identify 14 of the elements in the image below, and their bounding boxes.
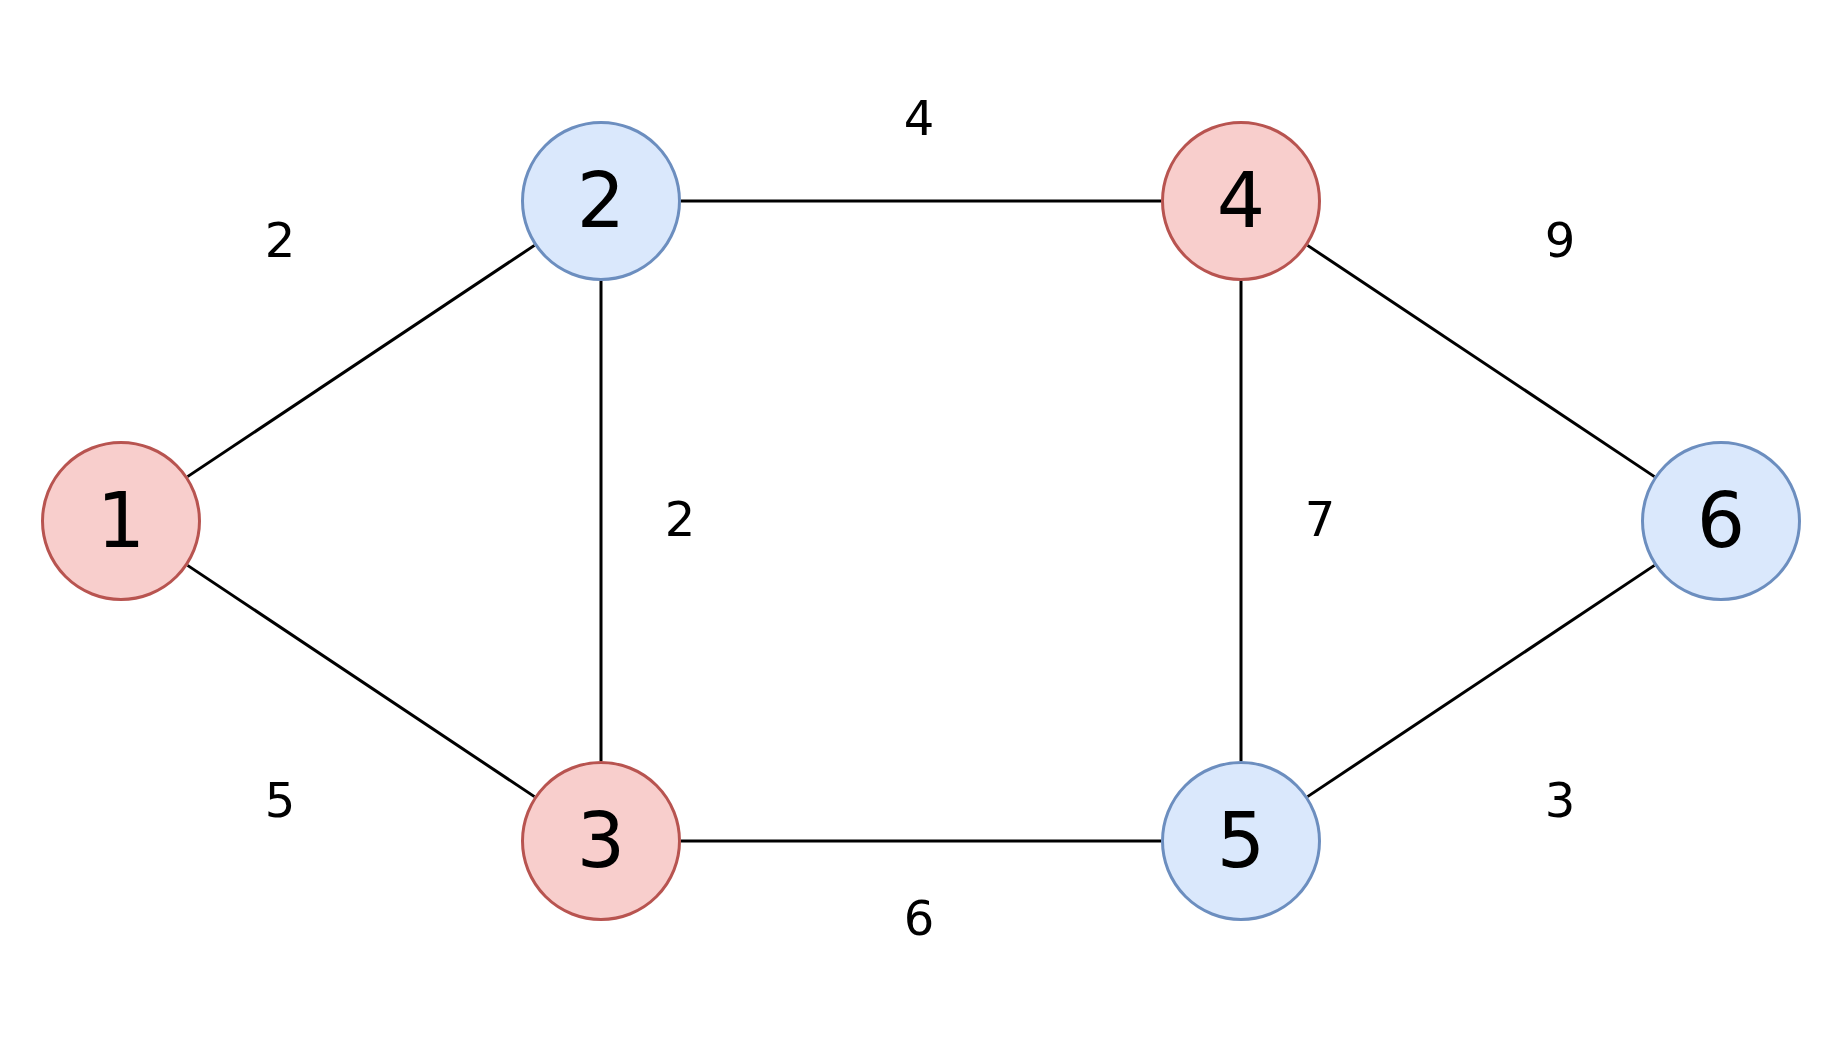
node-label: 1 — [96, 483, 146, 559]
node-label: 4 — [1216, 163, 1266, 239]
edge-line — [186, 564, 536, 798]
node-label: 5 — [1216, 803, 1266, 879]
edge-line — [681, 199, 1161, 203]
node-label: 2 — [576, 163, 626, 239]
node-label: 6 — [1696, 483, 1746, 559]
edge-line — [1306, 564, 1656, 798]
edge-line — [599, 281, 603, 761]
edge-line — [1306, 244, 1656, 478]
edge-line — [681, 839, 1161, 843]
edge-line — [1239, 281, 1243, 761]
node-label: 3 — [576, 803, 626, 879]
edge-line — [186, 244, 536, 478]
